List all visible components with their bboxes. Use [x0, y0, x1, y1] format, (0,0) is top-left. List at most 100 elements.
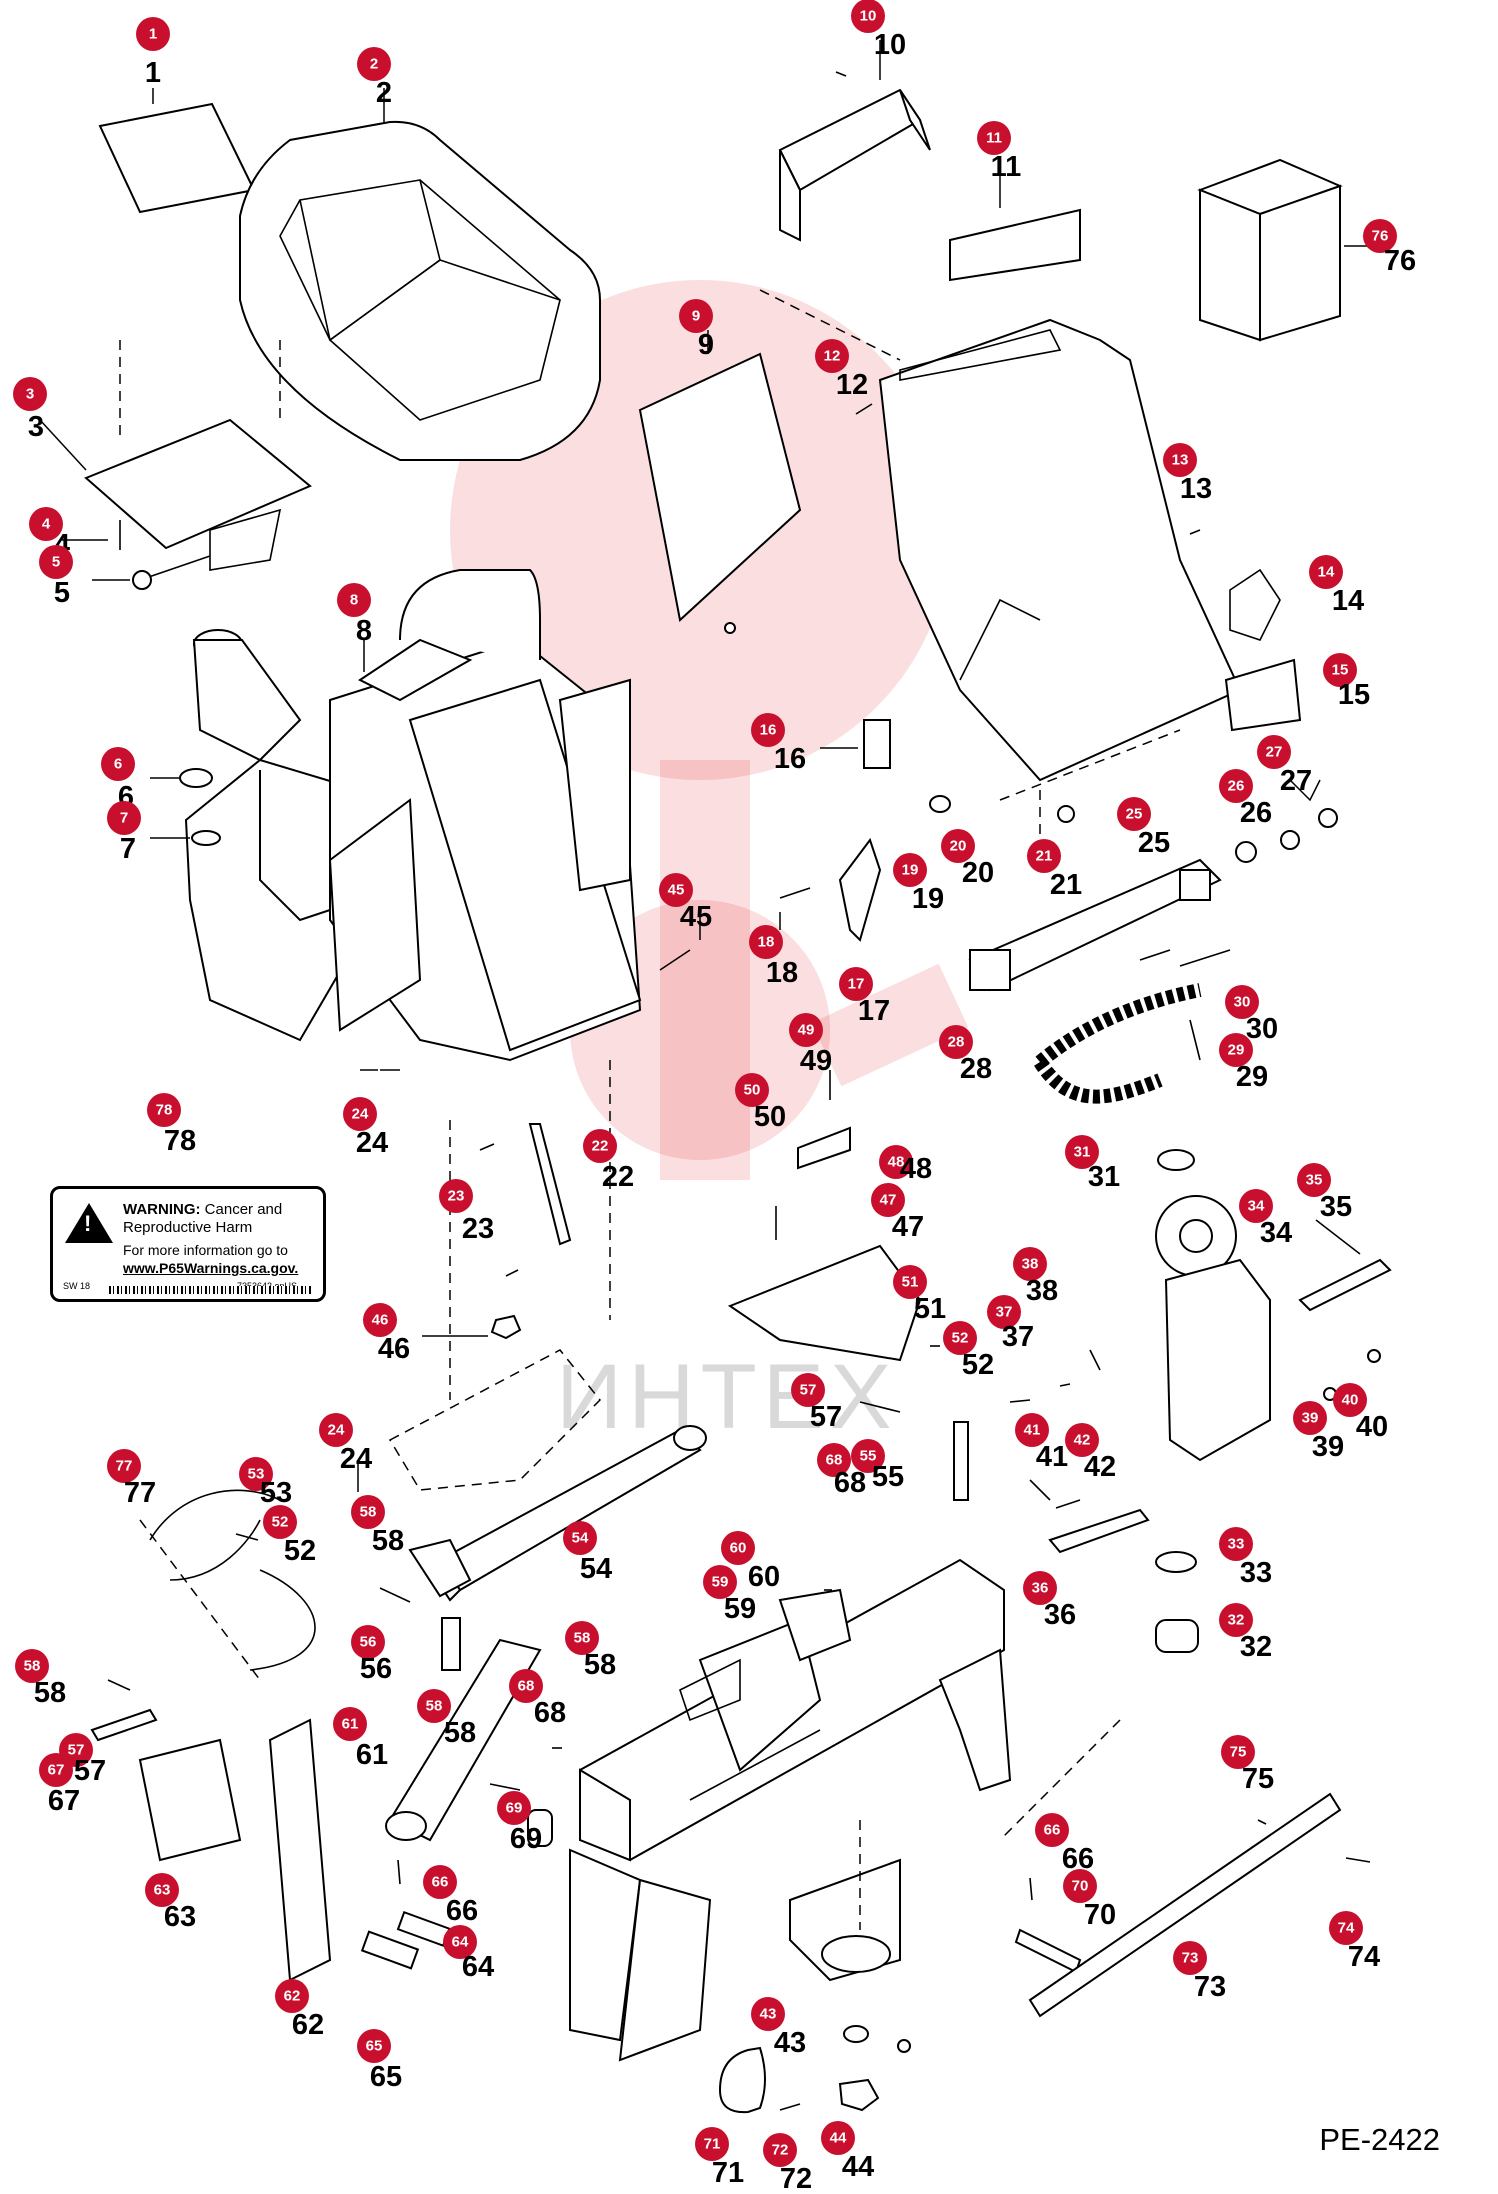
- callout-marker: [417, 1689, 451, 1723]
- part-number-label: 23: [462, 1213, 494, 1245]
- callout-marker: [695, 2127, 729, 2161]
- callout-marker: [1027, 839, 1061, 873]
- pin-35: [1298, 1258, 1392, 1312]
- callout-marker: [443, 1925, 477, 1959]
- callout-marker: [879, 1145, 913, 1179]
- part-number-label: 66: [446, 1895, 478, 1927]
- ring-33: [1155, 1551, 1197, 1573]
- callout-marker-number: 54: [572, 1530, 589, 1547]
- screw-13: [1189, 529, 1201, 535]
- part-number-label: 42: [1084, 1451, 1116, 1483]
- callout-marker-number: 4: [42, 516, 51, 533]
- callout-marker-number: 12: [824, 348, 841, 365]
- part-number-label: 12: [836, 369, 868, 401]
- part-number-label: 67: [48, 1785, 80, 1817]
- box-76: [1197, 158, 1343, 342]
- callout-marker: [871, 1183, 905, 1217]
- part-number-label: 44: [842, 2151, 874, 2183]
- callout-marker: [565, 1621, 599, 1655]
- callout-marker-number: 13: [1172, 452, 1189, 469]
- part-number-label: 68: [534, 1697, 566, 1729]
- part-number-label: 32: [1240, 1631, 1272, 1663]
- callout-marker-number: 52: [952, 1330, 969, 1347]
- callout-marker: [1363, 219, 1397, 253]
- callout-marker: [893, 1265, 927, 1299]
- callout-marker-number: 45: [668, 882, 685, 899]
- washer-44: [843, 2025, 869, 2043]
- callout-8: 88: [337, 583, 372, 647]
- panel-9: [638, 352, 802, 622]
- callout-marker: [659, 873, 693, 907]
- part-number-label: 52: [284, 1535, 316, 1567]
- callout-marker: [791, 1373, 825, 1407]
- callout-marker-number: 78: [156, 1102, 173, 1119]
- callout-marker: [679, 299, 713, 333]
- callout-marker: [941, 829, 975, 863]
- callout-marker: [987, 1295, 1021, 1329]
- part-number-label: 64: [462, 1951, 494, 1983]
- part-number-label: 47: [892, 1211, 924, 1243]
- part-number-label: 69: [510, 1823, 542, 1855]
- callout-marker: [1323, 653, 1357, 687]
- part-number-label: 30: [1246, 1013, 1278, 1045]
- callout-marker: [789, 1013, 823, 1047]
- callout-marker-number: 57: [68, 1742, 85, 1759]
- pin-64: [396, 1910, 451, 1947]
- part-number-label: 58: [34, 1677, 66, 1709]
- callout-marker: [751, 713, 785, 747]
- callout-marker-number: 37: [996, 1304, 1013, 1321]
- callout-marker: [1013, 1247, 1047, 1281]
- callout-marker-number: 31: [1074, 1144, 1091, 1161]
- part-number-label: 57: [74, 1755, 106, 1787]
- callout-marker-number: 24: [328, 1422, 345, 1439]
- callout-marker-number: 47: [880, 1192, 897, 1209]
- callout-marker: [1063, 1869, 1097, 1903]
- callout-marker: [275, 1979, 309, 2013]
- callout-marker: [815, 339, 849, 373]
- bracket-10: [778, 88, 931, 242]
- callout-marker: [1219, 1033, 1253, 1067]
- callout-marker-number: 30: [1234, 994, 1251, 1011]
- callout-marker-number: 77: [116, 1458, 133, 1475]
- part-number-label: 40: [1356, 1411, 1388, 1443]
- callout-marker: [1117, 797, 1151, 831]
- part-number-label: 10: [874, 29, 906, 61]
- link-62: [268, 1718, 332, 1982]
- chain-28: [1035, 983, 1202, 1068]
- callout-marker-number: 3: [26, 386, 34, 403]
- bearing-26: [1235, 841, 1257, 863]
- callout-marker-number: 40: [1342, 1392, 1359, 1409]
- part-number-label: 68: [834, 1467, 866, 1499]
- part-number-label: 13: [1180, 473, 1212, 505]
- callout-marker: [751, 1997, 785, 2031]
- callout-marker-number: 24: [352, 1106, 369, 1123]
- callout-marker: [39, 545, 73, 579]
- part-number-label: 31: [1088, 1161, 1120, 1193]
- part-number-label: 57: [810, 1401, 842, 1433]
- callout-marker-number: 68: [826, 1452, 843, 1469]
- bar-25: [968, 858, 1222, 992]
- callout-marker-number: 71: [704, 2136, 721, 2153]
- callout-marker-number: 70: [1072, 1878, 1089, 1895]
- bolt-74: [1345, 1857, 1371, 1863]
- callout-marker-number: 26: [1228, 778, 1245, 795]
- callout-marker: [821, 2121, 855, 2155]
